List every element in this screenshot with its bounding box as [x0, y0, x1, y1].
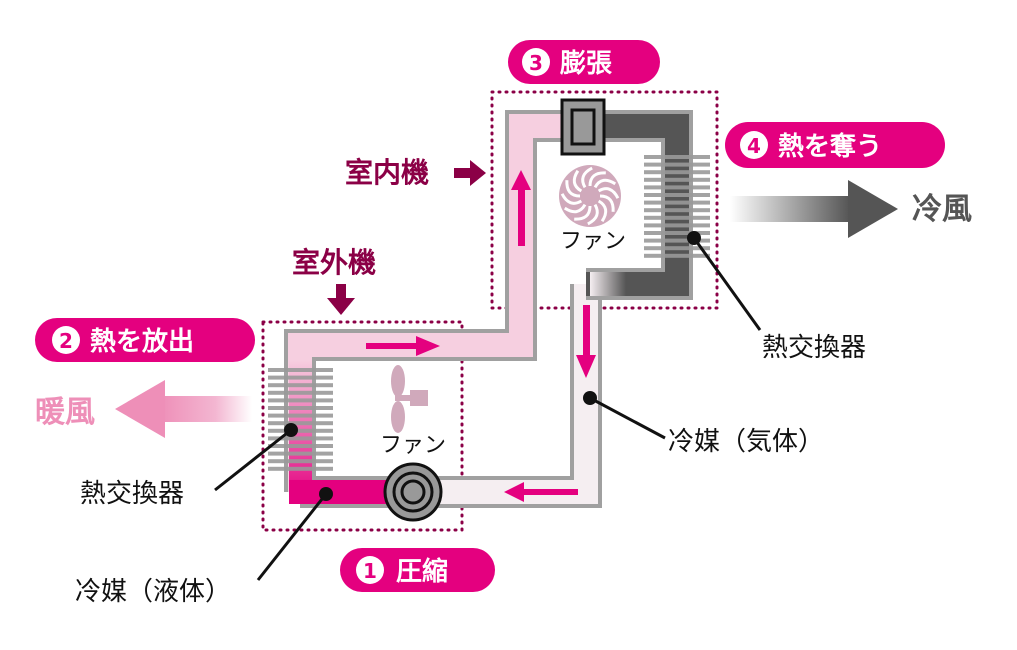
refrigerant-gas-label: 冷媒（気体） — [668, 427, 824, 457]
expansion-valve — [560, 98, 606, 156]
fin — [644, 208, 710, 213]
fin — [644, 231, 710, 235]
fan-blade — [597, 199, 608, 223]
fin — [644, 238, 710, 243]
compressor-icon — [383, 462, 443, 522]
fin — [268, 428, 333, 433]
fan-blade — [565, 180, 581, 198]
outdoor-heat-exchanger — [268, 368, 333, 471]
fin — [644, 177, 710, 182]
indoor-fan-icon — [559, 165, 621, 227]
step-1-badge: 1 圧縮 — [340, 548, 495, 592]
refrigerant-liquid-label: 冷媒（液体） — [75, 577, 231, 607]
fin — [268, 436, 333, 441]
outdoor-fan-label: ファン — [380, 433, 446, 458]
fin — [268, 383, 333, 388]
fin — [644, 193, 710, 197]
fin — [268, 421, 333, 426]
callout-lines — [214, 237, 762, 581]
fan-blade — [587, 203, 599, 226]
fan-blade — [574, 205, 592, 221]
fin — [644, 185, 710, 190]
fan-blade — [581, 166, 593, 189]
fin — [644, 223, 710, 228]
svg-text:1: 1 — [363, 559, 377, 583]
heat-exchanger-right-label: 熱交換器 — [762, 333, 866, 363]
indoor-unit-box — [490, 90, 719, 310]
fin — [644, 246, 710, 251]
fan-blade — [599, 194, 615, 212]
warm-air-label: 暖風 — [35, 395, 95, 430]
fan-blade — [597, 187, 620, 199]
fan-blade — [588, 171, 606, 187]
fin — [268, 375, 333, 380]
fan-blade — [560, 193, 583, 205]
svg-text:圧縮: 圧縮 — [396, 556, 448, 587]
indoor-arrow-icon — [454, 160, 486, 186]
flow-arrow-down — [583, 305, 590, 357]
fin — [644, 215, 710, 220]
svg-text:3: 3 — [529, 51, 543, 75]
svg-text:熱を放出: 熱を放出 — [90, 326, 194, 357]
outdoor-unit-label: 室外機 — [292, 246, 376, 279]
step-4-badge: 4 熱を奪う — [725, 122, 945, 168]
flow-arrow-up — [518, 188, 525, 246]
fin — [644, 162, 710, 167]
fin — [644, 200, 710, 205]
outdoor-fan-icon — [391, 365, 428, 433]
step-2-badge: 2 熱を放出 — [35, 318, 255, 362]
fin — [268, 451, 333, 456]
indoor-fan-label: ファン — [560, 229, 626, 254]
flow-arrow-left — [522, 489, 578, 495]
flow-arrows — [366, 170, 596, 502]
flow-arrow-right — [366, 343, 418, 349]
fan-blade — [593, 178, 617, 189]
fin — [644, 155, 710, 159]
fin — [268, 398, 333, 403]
fin — [268, 466, 333, 471]
fin — [644, 170, 710, 175]
svg-text:熱を奪う: 熱を奪う — [778, 131, 882, 162]
fan-blade — [563, 203, 587, 214]
fin — [268, 368, 333, 372]
outdoor-unit-box — [261, 320, 464, 532]
cool-air-label: 冷風 — [912, 192, 972, 227]
fin — [268, 406, 333, 410]
step-3-badge: 3 膨張 — [508, 40, 660, 84]
fin — [268, 444, 333, 448]
svg-text:膨張: 膨張 — [560, 49, 612, 79]
fin — [644, 253, 710, 258]
fin — [268, 459, 333, 464]
indoor-heat-exchanger — [644, 155, 710, 258]
cool-air-arrow — [730, 180, 898, 238]
svg-text:2: 2 — [59, 329, 73, 353]
svg-text:4: 4 — [747, 134, 761, 158]
outdoor-arrow-icon — [327, 284, 355, 315]
fan-blade — [572, 169, 583, 193]
warm-air-arrow — [115, 380, 252, 438]
fin — [268, 390, 333, 395]
fin — [268, 413, 333, 418]
indoor-unit-label: 室内機 — [345, 156, 429, 189]
heat-exchanger-left-label: 熱交換器 — [80, 479, 184, 509]
